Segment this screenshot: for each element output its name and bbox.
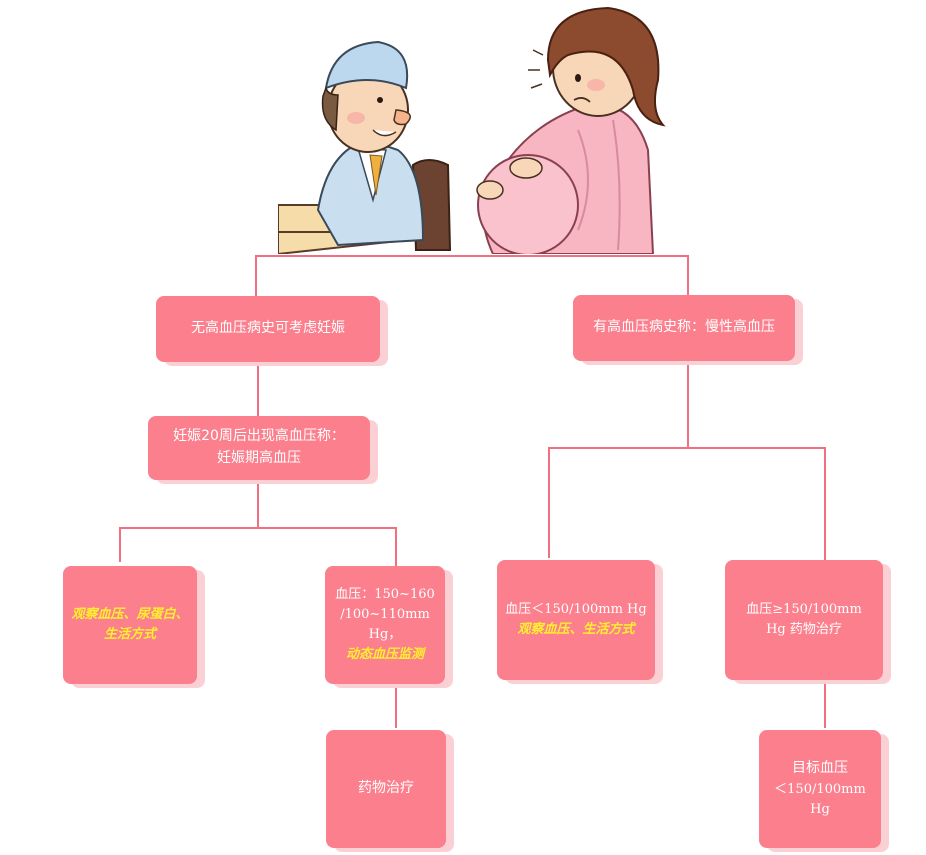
connector-right-1 xyxy=(548,360,826,560)
node-bp-range-line3: 动态血压监测 xyxy=(345,647,424,663)
node-gestational-line2: 妊娠期高血压 xyxy=(217,450,301,466)
node-no-history-text: 无高血压病史可考虑妊娠 xyxy=(191,320,345,337)
node-bp-low: 血压＜150/100mm Hg 观察血压、生活方式 xyxy=(497,560,655,680)
doctor-icon xyxy=(278,40,452,254)
node-drug-left-text: 药物治疗 xyxy=(358,780,414,797)
node-observe-left-line1: 观察血压、尿蛋白、 xyxy=(71,606,189,622)
node-bp-range: 血压：150~160 /100~110mm Hg， 动态血压监测 xyxy=(325,566,445,684)
node-bp-low-line1: 血压＜150/100mm Hg xyxy=(505,601,647,617)
node-target-line2: ＜150/100mm Hg xyxy=(774,781,866,817)
connector-left-2 xyxy=(119,480,397,566)
node-bp-range-line2: /100~110mm Hg， xyxy=(340,606,430,642)
node-target: 目标血压 ＜150/100mm Hg xyxy=(759,730,881,848)
connector-top xyxy=(255,255,689,296)
node-has-history-text: 有高血压病史称：慢性高血压 xyxy=(593,319,775,336)
node-bp-range-line1: 血压：150~160 xyxy=(335,586,435,602)
node-observe-left: 观察血压、尿蛋白、 生活方式 xyxy=(63,566,197,684)
node-has-history: 有高血压病史称：慢性高血压 xyxy=(573,295,795,361)
node-bp-high: 血压≥150/100mm Hg 药物治疗 xyxy=(725,560,883,680)
node-observe-left-line2: 生活方式 xyxy=(103,627,156,642)
node-no-history: 无高血压病史可考虑妊娠 xyxy=(156,296,380,362)
doctor-patient-illustration xyxy=(278,6,666,254)
pregnant-woman-icon xyxy=(476,6,666,254)
node-bp-high-line2: Hg 药物治疗 xyxy=(766,622,842,637)
node-bp-low-line2: 观察血压、生活方式 xyxy=(517,622,635,637)
node-gestational-line1: 妊娠20周后出现高血压称： xyxy=(173,428,345,445)
node-target-line1: 目标血压 xyxy=(792,760,848,777)
node-drug-left: 药物治疗 xyxy=(326,730,446,848)
node-bp-high-line1: 血压≥150/100mm xyxy=(746,601,862,617)
node-gestational: 妊娠20周后出现高血压称： 妊娠期高血压 xyxy=(148,416,370,480)
